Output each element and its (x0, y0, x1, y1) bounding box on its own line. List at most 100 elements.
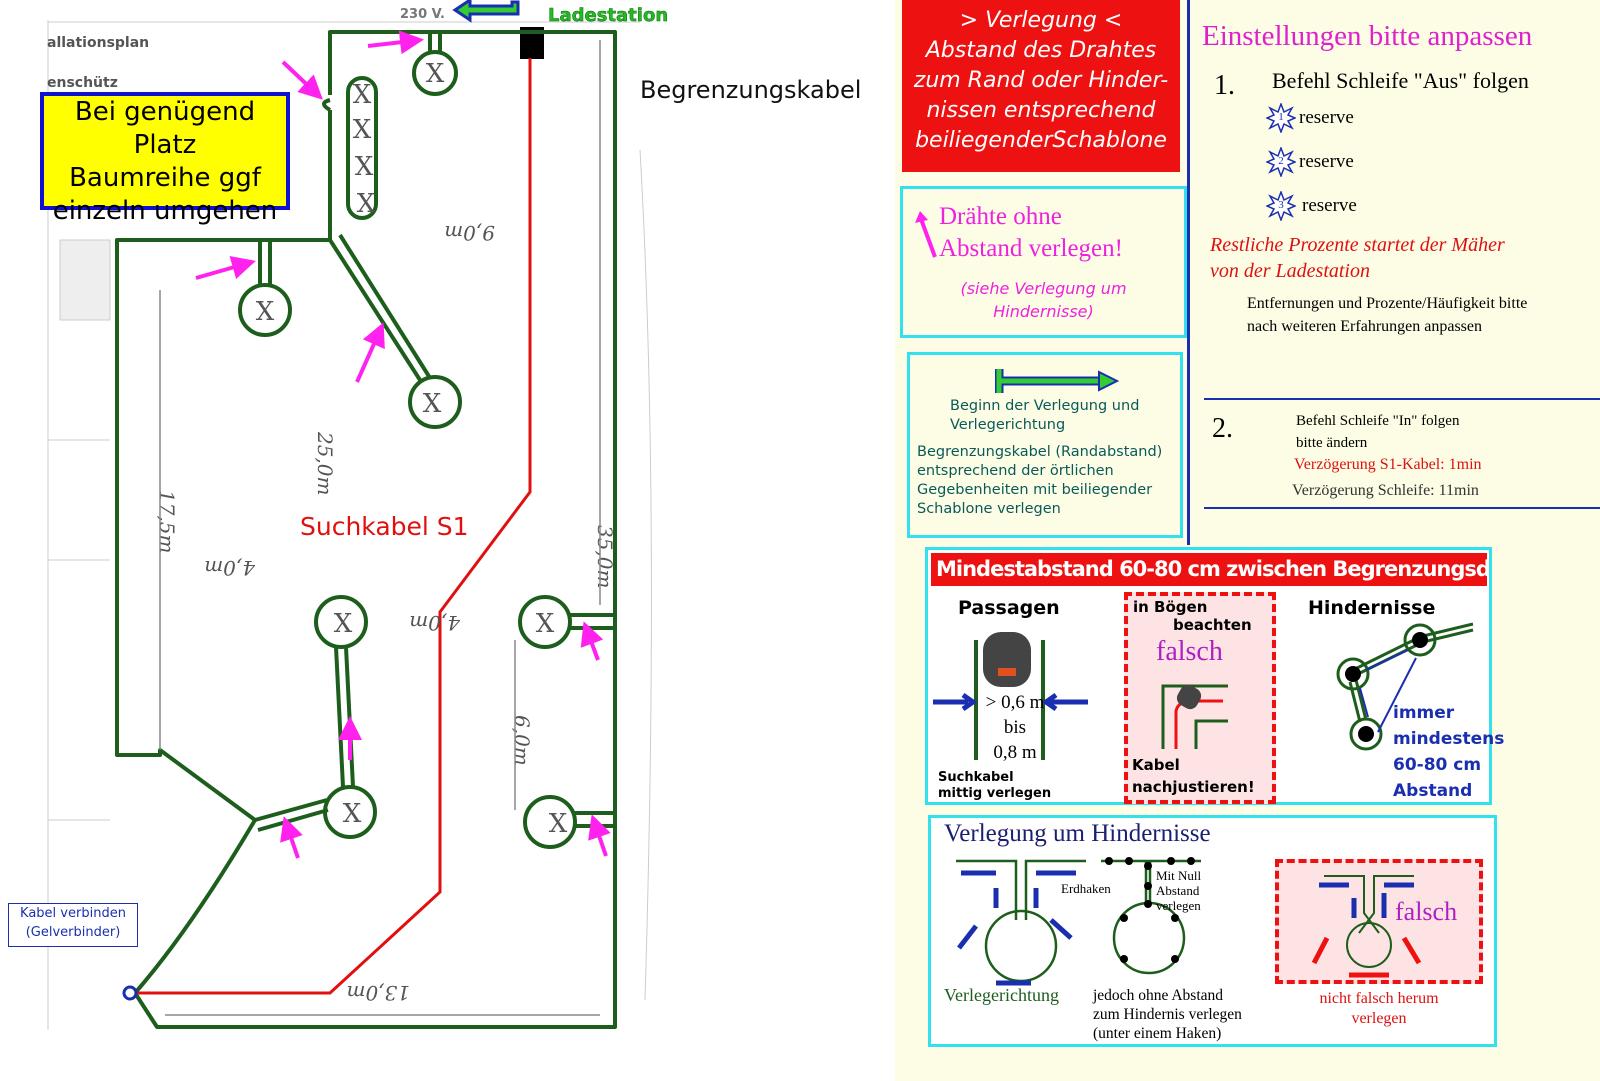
mindest-title: Mindestabstand 60-80 cm zwischen Begrenz… (931, 553, 1487, 586)
sub-line: Hindernisse) (993, 302, 1094, 321)
bg-label: allationsplan (47, 35, 149, 51)
star-number: 1 (1278, 111, 1284, 123)
star-number: 2 (1278, 155, 1284, 167)
tree-row-loop (346, 76, 378, 220)
svg-text:13,0m: 13,0m (347, 981, 411, 1005)
line: > Verlegung < (959, 8, 1123, 33)
svg-text:9,0m: 9,0m (444, 221, 495, 245)
null-line: Mit Null (1156, 868, 1202, 883)
ladestation-label: Ladestation (548, 5, 668, 26)
mindestabstand-box: Mindestabstand 60-80 cm zwischen Begrenz… (925, 547, 1504, 805)
svg-text:X: X (353, 115, 372, 145)
svg-text:X: X (256, 297, 275, 327)
verlegung-box: > Verlegung < Abstand des Drahtes zum Ra… (902, 0, 1180, 172)
star-number: 3 (1278, 199, 1284, 211)
line: nissen entsprechend (926, 98, 1156, 123)
hindernisse-heading: Hindernisse (1308, 597, 1436, 619)
rest-line: von der Ladestation (1210, 260, 1370, 282)
rest-line: Restliche Prozente startet der Mäher (1210, 234, 1505, 256)
settings-title: Einstellungen bitte anpassen (1202, 20, 1533, 52)
note-line: einzeln umgehen (52, 196, 278, 226)
note-line: (Gelverbinder) (25, 925, 121, 940)
immer-line: immer (1393, 703, 1455, 723)
wrong-routing-box: falsch (1275, 859, 1483, 984)
svg-text:35,0m: 35,0m (593, 525, 617, 589)
step-text: bitte ändern (1296, 435, 1368, 451)
passage-diagram (933, 632, 1088, 760)
ohne-line: jedoch ohne Abstand (1093, 987, 1224, 1004)
label-line: Beginn der Verlegung und (950, 398, 1140, 414)
dist-line: bis (1003, 717, 1027, 738)
text-line: entsprechend der örtlichen (917, 463, 1114, 479)
correct-routing-diagram (956, 859, 1086, 986)
erdhaken-label: Erdhaken (1061, 881, 1111, 896)
reserve-label: reserve (1302, 195, 1357, 216)
ohne-line: (unter einem Haken) (1093, 1025, 1222, 1042)
svg-text:X: X (334, 609, 353, 639)
passagen-heading: Passagen (958, 597, 1060, 619)
reserve-item: 3 reserve (1266, 184, 1357, 228)
title-line: Drähte ohne (939, 203, 1062, 230)
boegen-line: in Bögen (1133, 598, 1208, 616)
richtung-label: Verlegerichtung (944, 985, 1059, 1005)
svg-text:17,5m: 17,5m (155, 490, 179, 554)
svg-text:X: X (343, 799, 362, 829)
svg-text:4,0m: 4,0m (204, 556, 256, 580)
drahte-box: Drähte ohne Abstand verlegen! (siehe Ver… (900, 186, 1187, 338)
such-line: Suchkabel (938, 770, 1014, 785)
svg-text:X: X (357, 189, 376, 219)
nicht-line: verlegen (1351, 1010, 1407, 1027)
boegen-line: beachten (1173, 616, 1252, 634)
kabel-line: Kabel (1132, 756, 1180, 774)
hindernisse-box: Verlegung um Hindernisse Verlegerichtung… (928, 815, 1497, 1047)
start-direction-arrow-icon (995, 369, 1120, 393)
reserve-label: reserve (1299, 151, 1354, 172)
svg-text:4,0m: 4,0m (409, 611, 461, 635)
bg-label: enschütz (47, 75, 118, 91)
star-icon: 1 (1266, 103, 1296, 133)
delay-s1: Verzögerung S1-Kabel: 1min (1294, 456, 1482, 473)
divider (1204, 507, 1600, 509)
label-line: Verlegerichtung (950, 417, 1066, 433)
falsch-label: falsch (1395, 897, 1458, 926)
dimension-lines (159, 40, 601, 1016)
note-line: Kabel verbinden (20, 906, 126, 921)
boundary-cable (115, 30, 617, 1029)
immer-line: 60-80 cm (1393, 755, 1482, 775)
step-number: 2. (1212, 413, 1233, 444)
delay-loop: Verzögerung Schleife: 11min (1292, 482, 1479, 499)
boundary-cable-label: Begrenzungskabel (640, 76, 861, 104)
boegen-box: in Bögen beachten falsch Kabel nachjusti… (1124, 592, 1276, 804)
connector-icon (122, 985, 138, 1001)
svg-text:X: X (536, 609, 555, 639)
svg-text:25,0m: 25,0m (313, 431, 337, 496)
dist-line: > 0,6 m (985, 692, 1045, 713)
kabel-line: nachjustieren! (1132, 778, 1255, 796)
start-arrow-icon (452, 0, 520, 23)
falsch-label: falsch (1156, 636, 1223, 667)
hind-title: Verlegung um Hindernisse (944, 820, 1211, 847)
immer-line: mindestens (1393, 729, 1505, 749)
reserve-item: 1 reserve (1266, 96, 1357, 140)
note-line: Baumreihe ggf (69, 163, 261, 193)
title-line: Abstand verlegen! (939, 235, 1123, 262)
dist-line: 0,8 m (993, 742, 1037, 763)
svg-text:X: X (423, 389, 442, 419)
svg-text:X: X (426, 59, 445, 89)
dimension-labels: 9,0m 17,5m 25,0m 35,0m 6,0m 4,0m 13,0m 4… (155, 221, 617, 1005)
settings-panel: Einstellungen bitte anpassen 1. Befehl S… (1202, 20, 1600, 520)
obstacle-spacing-diagram (1336, 622, 1474, 751)
null-line: Abstand (1156, 883, 1200, 898)
svg-text:X: X (355, 152, 374, 182)
text-line: Schablone verlegen (917, 501, 1061, 517)
svg-text:X: X (353, 80, 372, 110)
line: beiliegenderSchablone (915, 128, 1167, 153)
line: zum Rand oder Hinder- (913, 68, 1169, 93)
note-line: nach weiteren Erfahrungen anpassen (1247, 318, 1482, 335)
search-cable-label: Suchkabel S1 (300, 512, 469, 541)
beginn-box: Beginn der Verlegung und Verlegerichtung… (907, 352, 1183, 538)
text-line: Gegebenheiten mit beiliegender (917, 482, 1153, 498)
text-line: Begrenzungskabel (Randabstand) (917, 444, 1163, 460)
step-text: Befehl Schleife "In" folgen (1296, 413, 1460, 429)
